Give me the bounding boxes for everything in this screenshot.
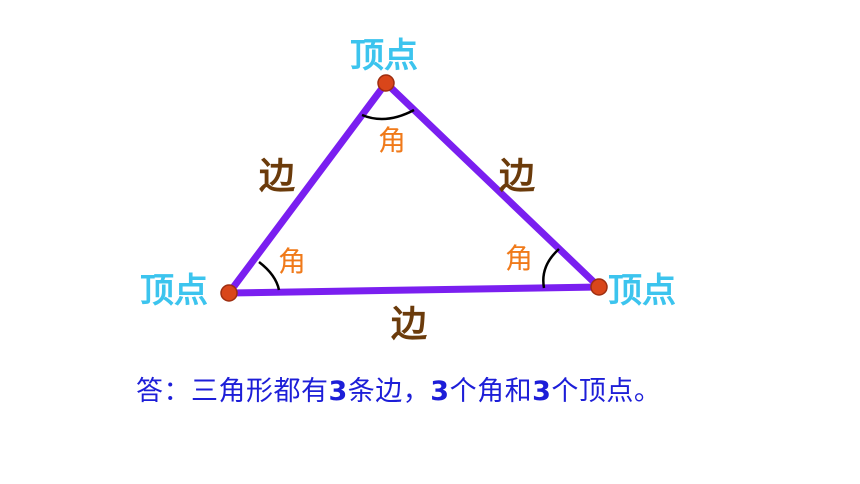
edge-label-left: 边 [259, 156, 295, 197]
angle-arc-right [542, 248, 560, 289]
edge-label-bottom: 边 [391, 304, 427, 345]
answer-part-2: 条边， [347, 376, 431, 407]
vertex-dot-top [377, 74, 395, 92]
vertex-dot-left [220, 284, 238, 302]
answer-angle-count: 3 [430, 376, 450, 407]
answer-sentence: 答：三角形都有3条边，3个角和3个顶点。 [136, 369, 661, 408]
edge-label-right: 边 [499, 156, 535, 197]
answer-part-4: 个顶点。 [551, 376, 662, 407]
answer-part-3: 个角和 [449, 376, 533, 407]
angle-label-left: 角 [278, 245, 306, 278]
vertex-label-right: 顶点 [608, 271, 676, 311]
answer-edge-count: 3 [328, 376, 348, 407]
angle-label-top: 角 [378, 124, 406, 157]
edge-right [382, 79, 603, 291]
angle-arc-left [258, 261, 281, 291]
angle-arc-top [361, 108, 415, 121]
edge-bottom [225, 283, 603, 297]
answer-part-1: 答：三角形都有 [136, 376, 329, 407]
answer-vertex-count: 3 [532, 376, 552, 407]
vertex-label-left: 顶点 [140, 271, 208, 311]
vertex-dot-right [590, 278, 608, 296]
edge-left [225, 79, 390, 297]
vertex-label-top: 顶点 [350, 36, 418, 76]
angle-label-right: 角 [505, 242, 533, 275]
